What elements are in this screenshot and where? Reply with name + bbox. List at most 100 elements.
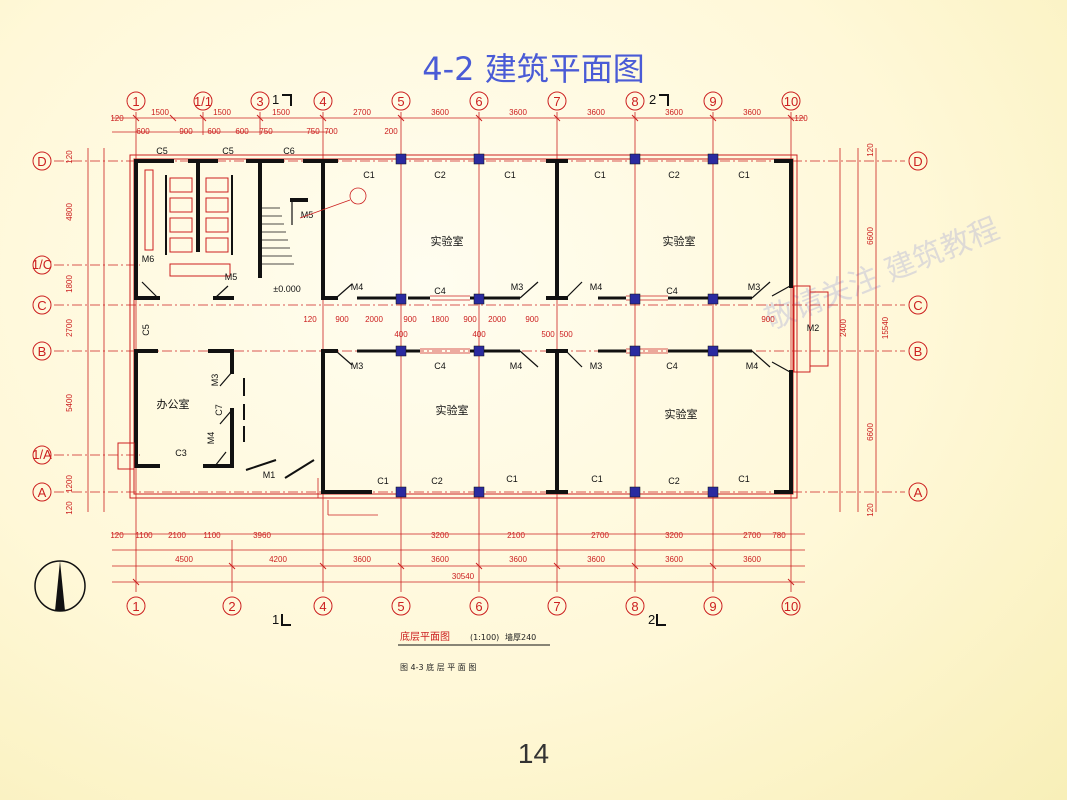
top-axis-labels: 1 1/1 3 4 5 6 7 8 9 10 [132, 94, 798, 109]
dim-ticks [132, 114, 795, 586]
corridor-walls [357, 296, 752, 353]
room-label-lab: 实验室 [663, 234, 696, 248]
door-tag: M2 [807, 323, 820, 333]
svg-text:6600: 6600 [866, 423, 875, 441]
axis-label: 7 [553, 94, 560, 109]
axis-label: B [914, 344, 923, 359]
axis-label: D [913, 154, 922, 169]
bottom-axis-labels: 1 2 4 5 6 7 8 9 10 [132, 599, 798, 614]
svg-text:2700: 2700 [65, 319, 74, 337]
left-axis-labels: D 1/C C B 1/A A [32, 154, 52, 500]
svg-text:3600: 3600 [431, 555, 449, 564]
svg-text:2000: 2000 [488, 315, 506, 324]
svg-text:500: 500 [541, 330, 555, 339]
svg-text:3600: 3600 [743, 555, 761, 564]
left-axis-bubbles [32, 151, 52, 502]
axis-label: 8 [631, 599, 638, 614]
axis-label: 5 [397, 94, 404, 109]
svg-text:400: 400 [472, 330, 486, 339]
window-tag: C4 [434, 286, 446, 296]
bottom-axis-bubbles [126, 596, 801, 616]
svg-text:600: 600 [207, 127, 221, 136]
door-tag: M4 [510, 361, 523, 371]
window-tag: C2 [668, 476, 680, 486]
svg-text:400: 400 [394, 330, 408, 339]
window-tag: C1 [363, 170, 375, 180]
axis-label: 1 [132, 94, 139, 109]
svg-text:120: 120 [303, 315, 317, 324]
walls [134, 159, 793, 494]
svg-text:600: 600 [136, 127, 150, 136]
window-tag: C2 [431, 476, 443, 486]
svg-text:3600: 3600 [587, 108, 605, 117]
svg-text:3600: 3600 [743, 108, 761, 117]
window-tag: C2 [668, 170, 680, 180]
columns [395, 153, 719, 498]
window-tag: C1 [594, 170, 606, 180]
section-mark-label: 1 [272, 612, 279, 627]
stair-treads [262, 207, 294, 265]
door-tag: M4 [746, 361, 759, 371]
window-tag: C5 [141, 324, 151, 336]
svg-text:1200: 1200 [65, 475, 74, 493]
section-mark-label: 1 [272, 92, 279, 107]
svg-text:120: 120 [65, 501, 74, 515]
axis-label: 3 [256, 94, 263, 109]
caption-title: 底层平面图 [400, 630, 450, 643]
svg-text:4800: 4800 [65, 203, 74, 221]
svg-text:4200: 4200 [269, 555, 287, 564]
window-tag: C1 [377, 476, 389, 486]
svg-text:900: 900 [179, 127, 193, 136]
section-mark-label: 2 [649, 92, 656, 107]
corridor-windows [420, 295, 668, 354]
svg-text:1500: 1500 [151, 108, 169, 117]
right-dims: 120 6600 2400 6600 120 15540 [839, 143, 890, 517]
toilet-partitions [165, 175, 233, 255]
svg-text:900: 900 [403, 315, 417, 324]
door-tag: M5 [301, 210, 314, 220]
svg-text:1500: 1500 [272, 108, 290, 117]
window-tag: C4 [666, 361, 678, 371]
door-tag: M3 [351, 361, 364, 371]
entrance-step [117, 285, 829, 470]
axis-label: C [37, 298, 46, 313]
window-tag: C5 [222, 146, 234, 156]
svg-text:3600: 3600 [431, 108, 449, 117]
svg-text:120: 120 [110, 531, 124, 540]
svg-text:120: 120 [866, 143, 875, 157]
svg-text:900: 900 [463, 315, 477, 324]
svg-text:900: 900 [761, 315, 775, 324]
room-label-lab: 实验室 [431, 234, 464, 248]
axis-label: 6 [475, 599, 482, 614]
svg-text:2100: 2100 [507, 531, 525, 540]
svg-text:2000: 2000 [365, 315, 383, 324]
svg-text:2700: 2700 [353, 108, 371, 117]
right-axis-bubbles [908, 151, 928, 502]
svg-text:120: 120 [110, 114, 124, 123]
door-tag: M3 [511, 282, 524, 292]
top-dims-row2: 600 900 600 600 750 750 700 200 [136, 127, 398, 136]
svg-text:3600: 3600 [509, 108, 527, 117]
svg-text:3200: 3200 [665, 531, 683, 540]
svg-text:1800: 1800 [431, 315, 449, 324]
top-axis-bubbles [126, 91, 801, 111]
axis-label: 1 [132, 599, 139, 614]
svg-text:750: 750 [259, 127, 273, 136]
caption-scale: (1:100) [470, 633, 499, 642]
svg-text:3600: 3600 [665, 108, 683, 117]
door-tags: M1 M2 M3 M3 M3 M3 M4 M4 M4 M4 M4 M5 M5 M… [142, 210, 820, 480]
room-label-lab: 实验室 [436, 403, 469, 417]
bottom-dims-row1: 120 1100 2100 1100 3960 3200 2100 2700 3… [110, 531, 786, 540]
svg-text:2700: 2700 [743, 531, 761, 540]
axis-label: 1/A [32, 447, 52, 462]
window-tags: C1 C2 C1 C1 C2 C1 C1 C2 C1 C1 C2 C1 C3 C… [141, 146, 750, 486]
figure-caption: 图 4-3 底 层 平 面 图 [400, 662, 476, 672]
svg-text:1800: 1800 [65, 275, 74, 293]
entrance-door-leaves [245, 459, 315, 479]
right-axis-labels: D C B A [913, 154, 922, 500]
svg-text:3600: 3600 [509, 555, 527, 564]
svg-text:600: 600 [235, 127, 249, 136]
axis-label: D [37, 154, 46, 169]
door-tag: M3 [210, 374, 220, 387]
